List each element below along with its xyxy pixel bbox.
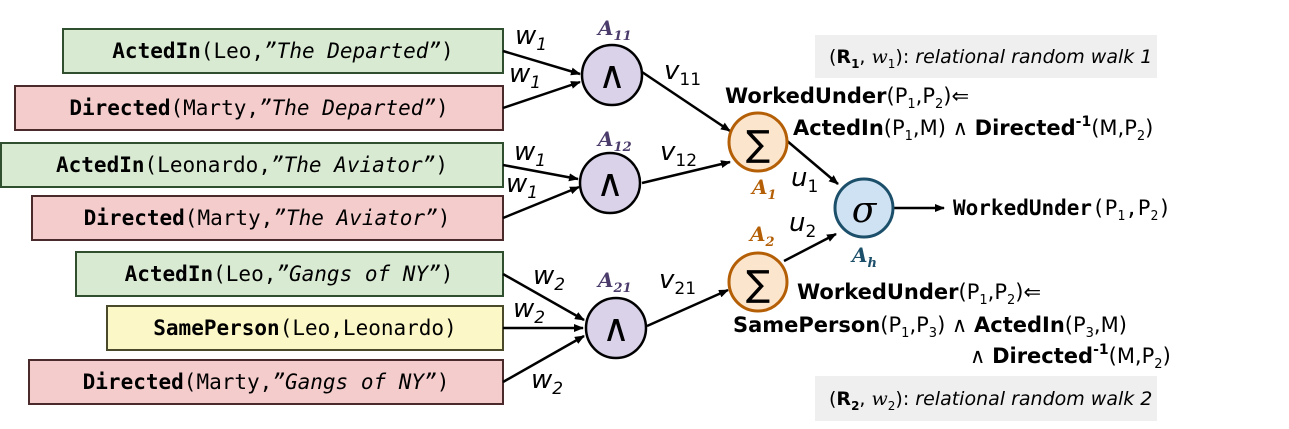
weight-label: w2 xyxy=(533,261,565,295)
and-node-a21: ∧ A21 xyxy=(584,268,648,360)
svg-text:ActedIn(Leo,”The Departed”): ActedIn(Leo,”The Departed”) xyxy=(112,39,453,63)
fact-box-directed-aviator: Directed(Marty,”The Aviator”) xyxy=(31,195,504,241)
weight-label: u2 xyxy=(789,208,816,242)
edge-f4-a12 xyxy=(502,185,580,220)
sum-symbol: ∑ xyxy=(746,124,770,165)
fact-predicate: Directed xyxy=(83,370,184,394)
rule-2-body-line-2: ∧ Directed-1(M,P2) xyxy=(970,342,1171,372)
edge-a11-a1 xyxy=(641,70,731,133)
weight-label: w2 xyxy=(531,365,563,399)
and-symbol: ∧ xyxy=(602,306,630,350)
and-symbol: ∧ xyxy=(596,161,624,205)
rule-2-body-line-1: SamePerson(P1,P3) ∧ ActedIn(P3,M) xyxy=(733,313,1127,341)
walk-1-caption: (R1, w1): relational random walk 1 xyxy=(815,35,1157,78)
fact-box-directed-gangs: Directed(Marty,”Gangs of NY”) xyxy=(28,359,504,405)
sum-symbol: ∑ xyxy=(746,264,770,305)
svg-text:(R2, w2): relational random wa: (R2, w2): relational random walk 2 xyxy=(829,388,1152,413)
sum-node-a2: ∑ A2 xyxy=(727,222,789,313)
edge-f2-a11 xyxy=(502,80,581,110)
weight-label: w1 xyxy=(514,137,546,171)
edge-f7-a21 xyxy=(502,334,585,384)
fact-predicate: SamePerson xyxy=(153,316,279,340)
fact-predicate: ActedIn xyxy=(56,153,145,177)
weight-label: v12 xyxy=(660,137,697,171)
sum-node-a1: ∑ A1 xyxy=(727,111,789,203)
rule-2-head: WorkedUnder(P1,P2)⇐ xyxy=(797,280,1041,308)
edge-a2-ah xyxy=(783,232,837,263)
fact-box-acted-in-aviator: ActedIn(Leonardo,”The Aviator”) xyxy=(0,142,504,188)
rule-1-body: ActedIn(P1,M) ∧ Directed-1(M,P2) xyxy=(793,114,1153,144)
edge-a12-a1 xyxy=(641,160,731,185)
weight-label: w1 xyxy=(509,59,541,93)
weight-label: w1 xyxy=(515,21,547,55)
fact-predicate: Directed xyxy=(69,96,170,120)
rule-1-head: WorkedUnder(P1,P2)⇐ xyxy=(725,84,969,112)
fact-box-acted-in-gangs: ActedIn(Leo,”Gangs of NY”) xyxy=(75,251,504,297)
weight-label: u1 xyxy=(791,163,818,197)
fact-predicate: Directed xyxy=(84,206,185,230)
fact-predicate: ActedIn xyxy=(125,262,214,286)
weight-label: v21 xyxy=(659,265,696,299)
walk-2-caption: (R2, w2): relational random walk 2 xyxy=(815,376,1157,421)
svg-text:(R1, w1): relational random wa: (R1, w1): relational random walk 1 xyxy=(829,46,1152,71)
svg-text:Directed(Marty,”The Departed”): Directed(Marty,”The Departed”) xyxy=(69,96,448,120)
sigma-symbol: σ xyxy=(852,190,878,231)
edge-a21-a2 xyxy=(646,288,729,328)
fact-box-acted-in-departed: ActedIn(Leo,”The Departed”) xyxy=(62,28,504,74)
node-label: A12 xyxy=(596,127,632,155)
weight-label: w1 xyxy=(506,169,538,203)
fact-predicate: ActedIn xyxy=(112,39,201,63)
edge-weights: w1 w1 w1 w1 w2 w2 w2 v11 v12 v21 u1 u2 xyxy=(506,21,818,399)
node-label: A2 xyxy=(748,222,775,250)
node-label: Ah xyxy=(850,243,877,271)
edge-a1-ah xyxy=(785,139,839,185)
and-symbol: ∧ xyxy=(598,53,626,97)
svg-text:Directed(Marty,”The Aviator”): Directed(Marty,”The Aviator”) xyxy=(84,206,451,230)
node-label: A21 xyxy=(596,268,632,296)
rule-1: WorkedUnder(P1,P2)⇐ ActedIn(P1,M) ∧ Dire… xyxy=(725,84,1153,144)
node-label: A1 xyxy=(750,175,777,203)
svg-text:ActedIn(Leo,”Gangs of NY”): ActedIn(Leo,”Gangs of NY”) xyxy=(125,262,454,286)
svg-text:SamePerson(Leo,Leonardo): SamePerson(Leo,Leonardo) xyxy=(153,316,456,340)
edge-f1-a11 xyxy=(502,49,581,76)
sigmoid-node-ah: σ Ah xyxy=(833,177,895,271)
and-node-a12: ∧ A12 xyxy=(578,127,642,215)
weight-label: w2 xyxy=(513,294,545,328)
node-label: A11 xyxy=(596,16,632,44)
edges xyxy=(502,49,945,384)
and-node-a11: ∧ A11 xyxy=(580,16,644,107)
edge-f3-a12 xyxy=(502,163,579,182)
edge-f5-a21 xyxy=(502,272,585,322)
svg-text:Directed(Marty,”Gangs of NY”): Directed(Marty,”Gangs of NY”) xyxy=(83,370,450,394)
rule-2: WorkedUnder(P1,P2)⇐ SamePerson(P1,P3) ∧ … xyxy=(733,280,1171,372)
weight-label: v11 xyxy=(664,56,701,90)
fact-box-directed-departed: Directed(Marty,”The Departed”) xyxy=(14,85,504,131)
fact-box-same-person: SamePerson(Leo,Leonardo) xyxy=(106,305,504,351)
svg-text:ActedIn(Leonardo,”The Aviator”: ActedIn(Leonardo,”The Aviator”) xyxy=(56,153,448,177)
output-predicate: WorkedUnder(P1,P2) xyxy=(953,196,1171,224)
